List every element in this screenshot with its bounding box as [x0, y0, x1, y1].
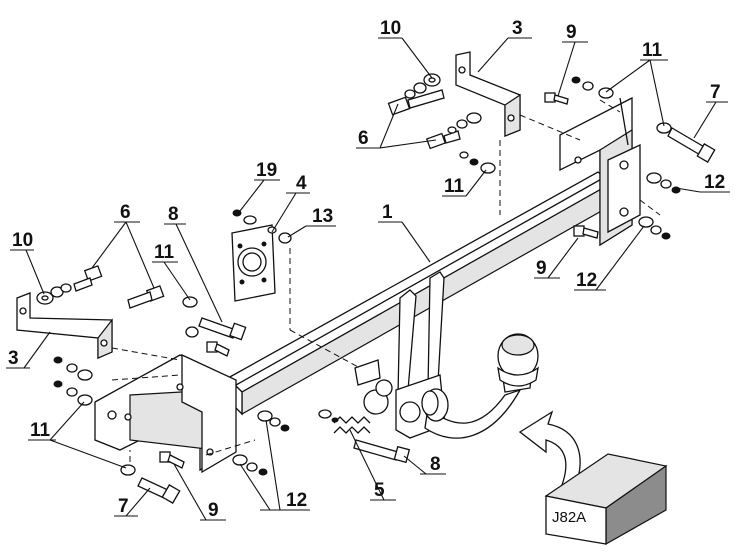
part-label-3-top: 3 — [512, 18, 523, 39]
part-label-11-top-right: 11 — [642, 40, 663, 61]
part-label-10-top: 10 — [380, 18, 401, 39]
left-side-bracket — [16, 292, 113, 359]
part-label-6-left: 6 — [120, 202, 131, 223]
nuts-and-washers — [36, 73, 681, 476]
curved-arrow — [518, 410, 581, 486]
part-label-3-left: 3 — [8, 348, 19, 369]
part-label-8-lower: 8 — [430, 454, 441, 475]
part-label-11-left-lower: 11 — [30, 420, 51, 441]
part-label-19: 19 — [256, 160, 277, 181]
kit-box: J82A — [544, 453, 668, 546]
left-mounting-plate — [94, 353, 237, 474]
part-label-4: 4 — [296, 173, 307, 194]
part-label-12-bottom: 12 — [286, 490, 307, 511]
part-label-6-top: 6 — [358, 128, 369, 149]
assembly-guide-lines — [111, 99, 661, 462]
part-label-11-left-upper: 11 — [154, 242, 175, 263]
part-label-9-top: 9 — [566, 22, 577, 43]
top-right-bracket — [455, 51, 521, 137]
part-number-labels: 10 3 9 11 7 6 11 12 19 4 13 1 6 8 10 11 … — [8, 18, 725, 521]
crossbar-tube — [226, 171, 614, 416]
part-label-7-right: 7 — [710, 82, 721, 103]
tow-ball — [497, 333, 539, 387]
part-label-13: 13 — [312, 206, 333, 227]
part-label-7-left: 7 — [118, 496, 129, 517]
part-label-9-right: 9 — [536, 258, 547, 279]
electrical-socket-plate — [231, 224, 276, 302]
part-label-9-bottom: 9 — [208, 500, 219, 521]
part-label-10-left: 10 — [12, 230, 33, 251]
part-label-5: 5 — [374, 480, 385, 501]
part-label-1: 1 — [382, 202, 393, 223]
part-label-12-right-middle: 12 — [576, 270, 597, 291]
right-mounting-plate — [559, 96, 641, 247]
part-label-12-right: 12 — [704, 172, 725, 193]
bolts — [73, 89, 716, 504]
leader-lines — [6, 37, 730, 521]
part-label-8-upper: 8 — [168, 204, 179, 225]
part-label-11-middle: 11 — [444, 176, 465, 197]
kit-code-label: J82A — [552, 509, 586, 526]
